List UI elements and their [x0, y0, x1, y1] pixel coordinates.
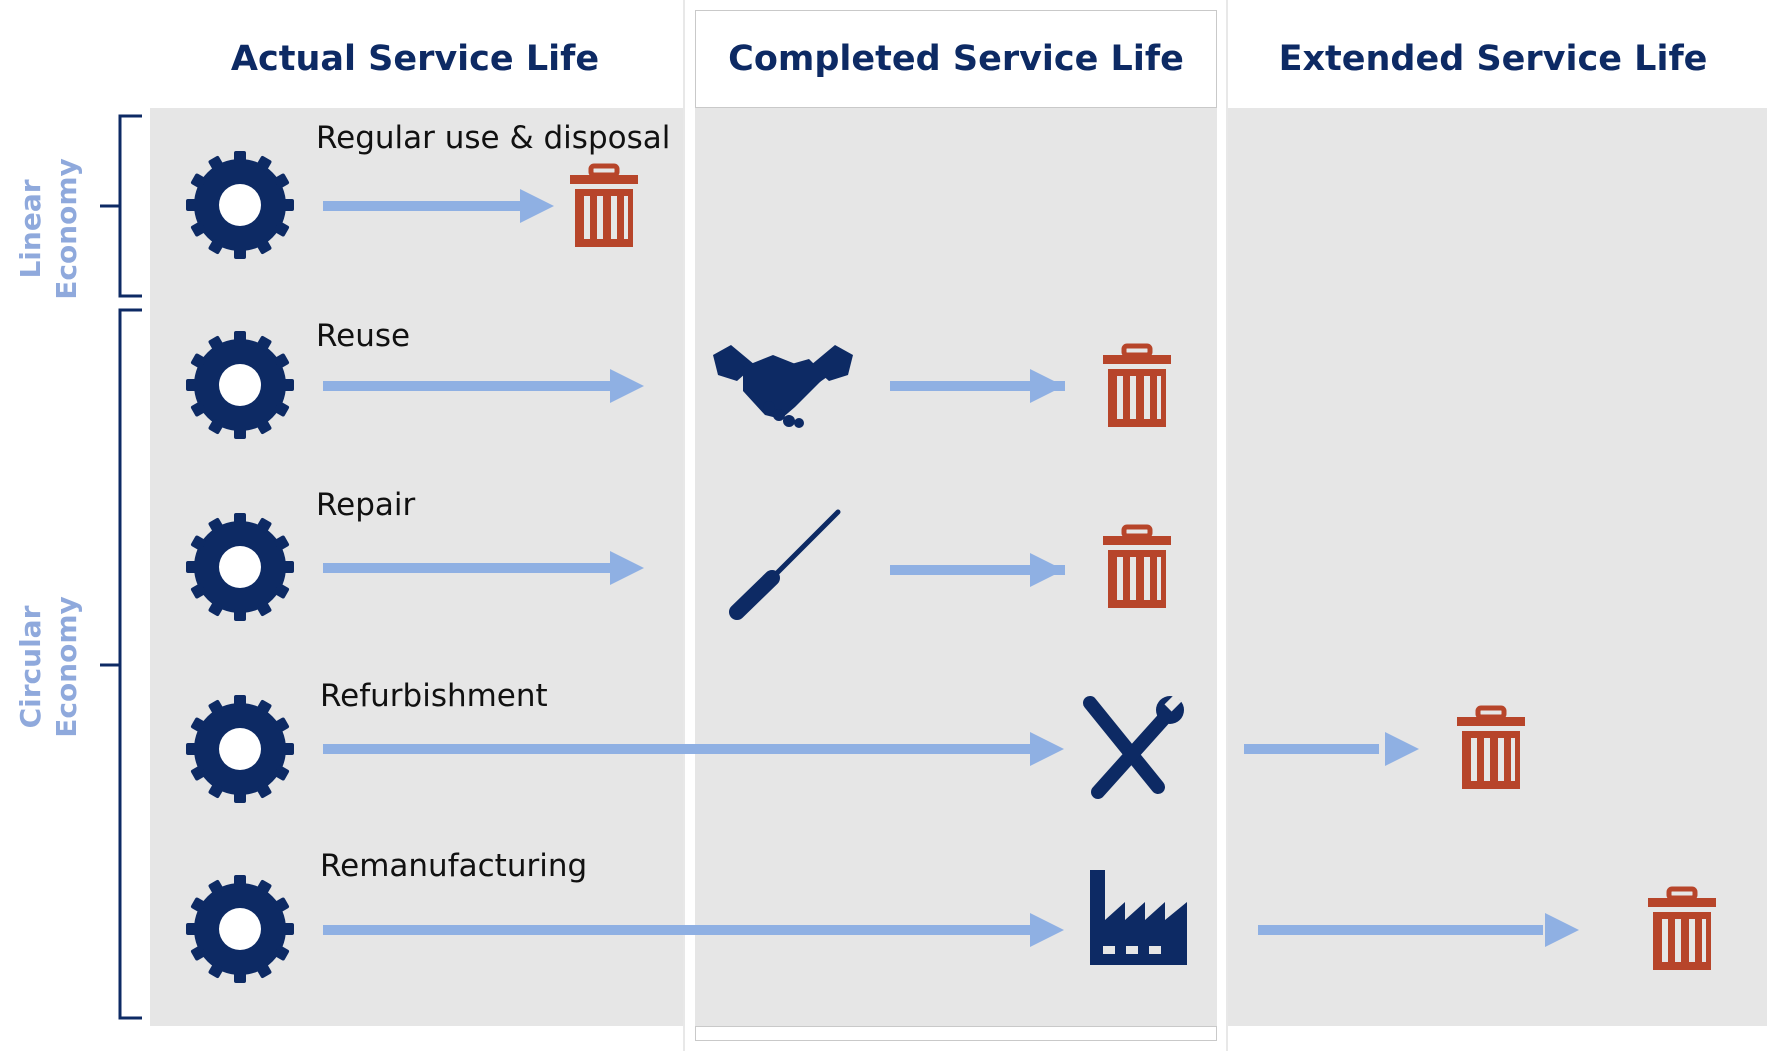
arrow [323, 925, 1030, 935]
tools-icon [1083, 694, 1184, 799]
row-label-remanufacturing: Remanufacturing [320, 848, 588, 884]
completed-footer-box [695, 1026, 1217, 1041]
arrow-head [1030, 732, 1064, 766]
arrow [323, 563, 613, 573]
screwdriver-icon [729, 509, 841, 620]
column-header-extended: Extended Service Life [1278, 39, 1708, 79]
arrow-head [1030, 913, 1064, 947]
tire-icon [186, 875, 294, 983]
trash-icon [1648, 889, 1716, 970]
arrow-head [1030, 553, 1064, 587]
arrow [1258, 925, 1543, 935]
arrow-head [610, 369, 644, 403]
arrow-head [520, 189, 554, 223]
arrow [890, 381, 1065, 391]
row-label-repair: Repair [316, 487, 416, 523]
arrow [323, 201, 523, 211]
arrow-head [1030, 369, 1064, 403]
tire-icon [186, 513, 294, 621]
column-divider [1226, 0, 1228, 1051]
tire-icon [186, 151, 294, 259]
column-divider [683, 0, 685, 1051]
circular-economy-bracket [100, 308, 142, 1020]
tire-icon [186, 695, 294, 803]
row-label-refurbishment: Refurbishment [320, 678, 548, 714]
arrow-head [1385, 732, 1419, 766]
arrow [323, 744, 1030, 754]
factory-icon [1090, 870, 1187, 965]
arrow-head [1545, 913, 1579, 947]
arrow [890, 565, 1065, 575]
column-header-completed: Completed Service Life [695, 10, 1217, 108]
trash-icon [1103, 346, 1171, 427]
arrow [323, 381, 613, 391]
arrow [1244, 744, 1379, 754]
tire-icon [186, 331, 294, 439]
row-label-reuse: Reuse [316, 318, 411, 354]
trash-icon [570, 166, 638, 247]
handshake-icon [713, 345, 853, 428]
trash-icon [1457, 708, 1525, 789]
arrow-head [610, 551, 644, 585]
column-panel-extended [1228, 108, 1767, 1026]
row-label-regular-use: Regular use & disposal [316, 120, 671, 156]
linear-economy-bracket [100, 114, 142, 298]
trash-icon [1103, 527, 1171, 608]
column-header-actual: Actual Service Life [230, 39, 600, 79]
